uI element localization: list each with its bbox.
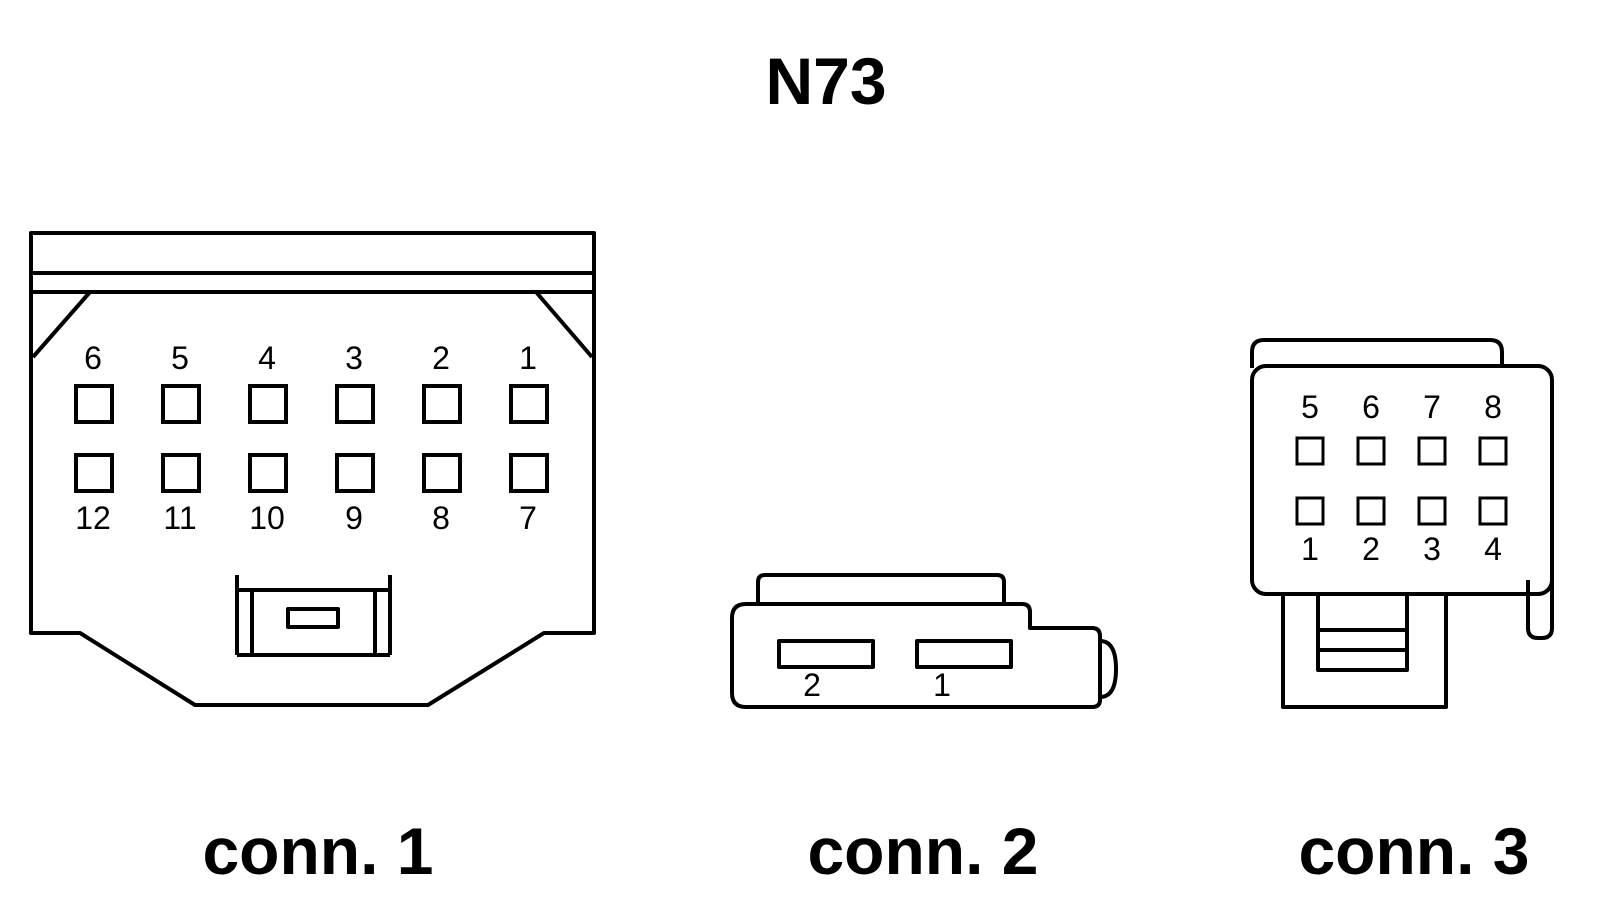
pin bbox=[335, 453, 375, 493]
pin-number: 2 bbox=[432, 340, 450, 376]
pin bbox=[1295, 436, 1325, 466]
pin bbox=[74, 453, 114, 493]
pin-number: 1 bbox=[519, 340, 537, 376]
pin bbox=[248, 384, 288, 424]
connector-3: 5 6 7 8 1 2 3 4 bbox=[1250, 338, 1554, 709]
pin-number: 7 bbox=[519, 500, 537, 536]
pin bbox=[509, 453, 549, 493]
pin bbox=[1478, 496, 1508, 526]
pin bbox=[1417, 436, 1447, 466]
connector-3-side-tab bbox=[1526, 380, 1554, 640]
pin bbox=[161, 453, 201, 493]
connector-3-base bbox=[1281, 592, 1448, 709]
pin-number: 4 bbox=[258, 340, 276, 376]
pin bbox=[1356, 436, 1386, 466]
pin bbox=[1478, 436, 1508, 466]
connector-1-chamfer bbox=[534, 290, 594, 359]
pin-number: 6 bbox=[1362, 389, 1380, 425]
connector-2-housing bbox=[730, 602, 1102, 709]
connector-2-side-tab bbox=[1099, 639, 1118, 699]
connector-3-caption: conn. 3 bbox=[1298, 814, 1529, 888]
pin bbox=[74, 384, 114, 424]
pin bbox=[1295, 496, 1325, 526]
pin bbox=[1356, 496, 1386, 526]
pin-number: 8 bbox=[1484, 389, 1502, 425]
pin-number: 4 bbox=[1484, 531, 1502, 567]
pin-number: 6 bbox=[84, 340, 102, 376]
pin bbox=[1417, 496, 1447, 526]
pin-number: 11 bbox=[163, 500, 196, 536]
pin bbox=[161, 384, 201, 424]
diagram-title: N73 bbox=[765, 44, 886, 118]
connector-1: 6 5 4 3 2 1 12 11 10 9 8 7 bbox=[29, 231, 596, 707]
pin-number: 9 bbox=[345, 500, 363, 536]
pin bbox=[422, 453, 462, 493]
pin-number: 3 bbox=[345, 340, 363, 376]
connector-2-caption: conn. 2 bbox=[807, 814, 1038, 888]
pin bbox=[915, 639, 1013, 669]
pin bbox=[248, 453, 288, 493]
connector-1-caption: conn. 1 bbox=[202, 814, 433, 888]
pin-number: 12 bbox=[75, 500, 111, 536]
connector-1-housing bbox=[29, 231, 596, 707]
connector-2: 2 1 bbox=[730, 573, 1118, 709]
pin-number: 1 bbox=[933, 667, 951, 703]
connector-2-latch bbox=[756, 573, 1006, 604]
pin-number: 7 bbox=[1423, 389, 1441, 425]
pin bbox=[777, 639, 875, 669]
pin-number: 1 bbox=[1301, 531, 1319, 567]
pin-number: 10 bbox=[249, 500, 285, 536]
connector-3-back-ridge bbox=[1250, 338, 1504, 368]
pin-number: 5 bbox=[1301, 389, 1319, 425]
pin-number: 2 bbox=[1362, 531, 1380, 567]
connector-1-chamfer bbox=[31, 290, 92, 359]
pin-number: 3 bbox=[1423, 531, 1441, 567]
connector-1-latch bbox=[235, 575, 392, 657]
pin bbox=[335, 384, 375, 424]
connector-3-housing bbox=[1250, 364, 1554, 596]
pin-number: 5 bbox=[171, 340, 189, 376]
pin-number: 8 bbox=[432, 500, 450, 536]
pin bbox=[422, 384, 462, 424]
pin-number: 2 bbox=[803, 667, 821, 703]
pin bbox=[509, 384, 549, 424]
